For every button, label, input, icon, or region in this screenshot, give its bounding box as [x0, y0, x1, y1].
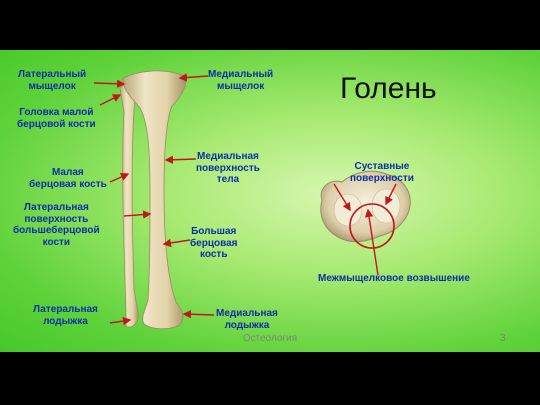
label-tibia: Большая берцовая кость: [190, 226, 238, 260]
arrow-articular-right: [385, 183, 397, 206]
label-lateral-surface: Латеральная поверхность большеберцовой к…: [13, 202, 100, 248]
fibula-bone: [119, 83, 139, 328]
arrow-fibula-head: [99, 94, 122, 106]
label-medial-condyle: Медиальный мыщелок: [208, 69, 274, 92]
arrow-lateral-condyle: [93, 79, 126, 88]
arrow-lateral-surface: [123, 210, 152, 219]
slide-title: Голень: [340, 72, 437, 105]
tibia-bone: [122, 70, 187, 330]
slide-canvas: Голень Латеральный мыщелок Медиальный мы…: [0, 50, 540, 352]
label-intercondylar-eminence: Межмыщелковое возвышение: [318, 273, 470, 284]
label-lateral-malleolus: Латеральная лодыжка: [33, 304, 98, 327]
arrow-eminence: [364, 208, 379, 276]
intercondylar-circle: [349, 203, 395, 249]
arrow-articular-left: [333, 183, 351, 212]
leg-bones-illustration: [93, 70, 411, 330]
page-number: 3: [500, 333, 506, 344]
label-medial-malleolus: Медиальная лодыжка: [216, 308, 278, 331]
label-medial-surface: Медиальная поверхность тела: [196, 151, 260, 185]
label-lateral-condyle: Латеральный мыщелок: [18, 69, 87, 92]
arrow-medial-condyle: [178, 73, 209, 82]
arrow-lateral-malleolus: [109, 316, 132, 326]
label-fibula: Малая берцовая кость: [29, 167, 107, 190]
arrow-tibia: [162, 238, 191, 248]
arrow-medial-surface: [164, 155, 197, 164]
slide-footer: Остеология: [242, 333, 298, 344]
arrow-fibula: [109, 173, 130, 183]
label-fibula-head: Головка малой берцовой кости: [17, 107, 96, 130]
label-articular-surfaces: Суставные поверхности: [350, 161, 414, 184]
arrow-medial-malleolus: [182, 310, 215, 319]
